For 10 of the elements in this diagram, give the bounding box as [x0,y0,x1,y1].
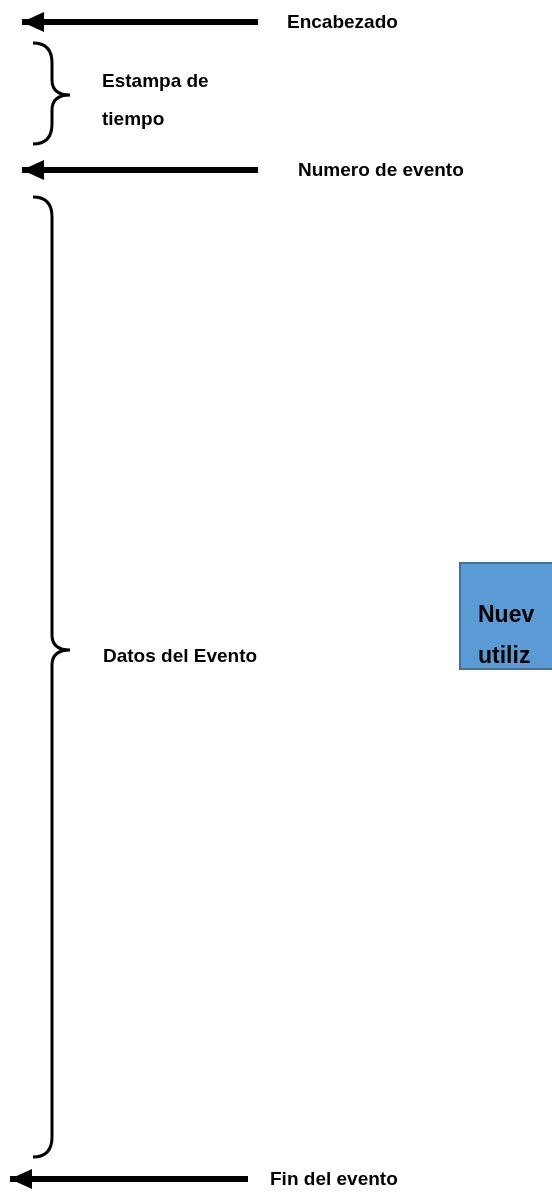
arrow [10,1169,248,1189]
section-label: Estampa de tiempo [102,69,210,131]
annotation-text: Numero de evento [298,155,488,185]
annotation-text: Fin del evento [270,1164,440,1194]
box-text: Nuev utiliz [478,600,536,668]
annotation-text: Encabezado [287,7,457,37]
arrow [22,12,258,32]
section-label: Datos del Evento [103,644,259,668]
process-box [459,562,552,670]
arrow [22,160,258,180]
